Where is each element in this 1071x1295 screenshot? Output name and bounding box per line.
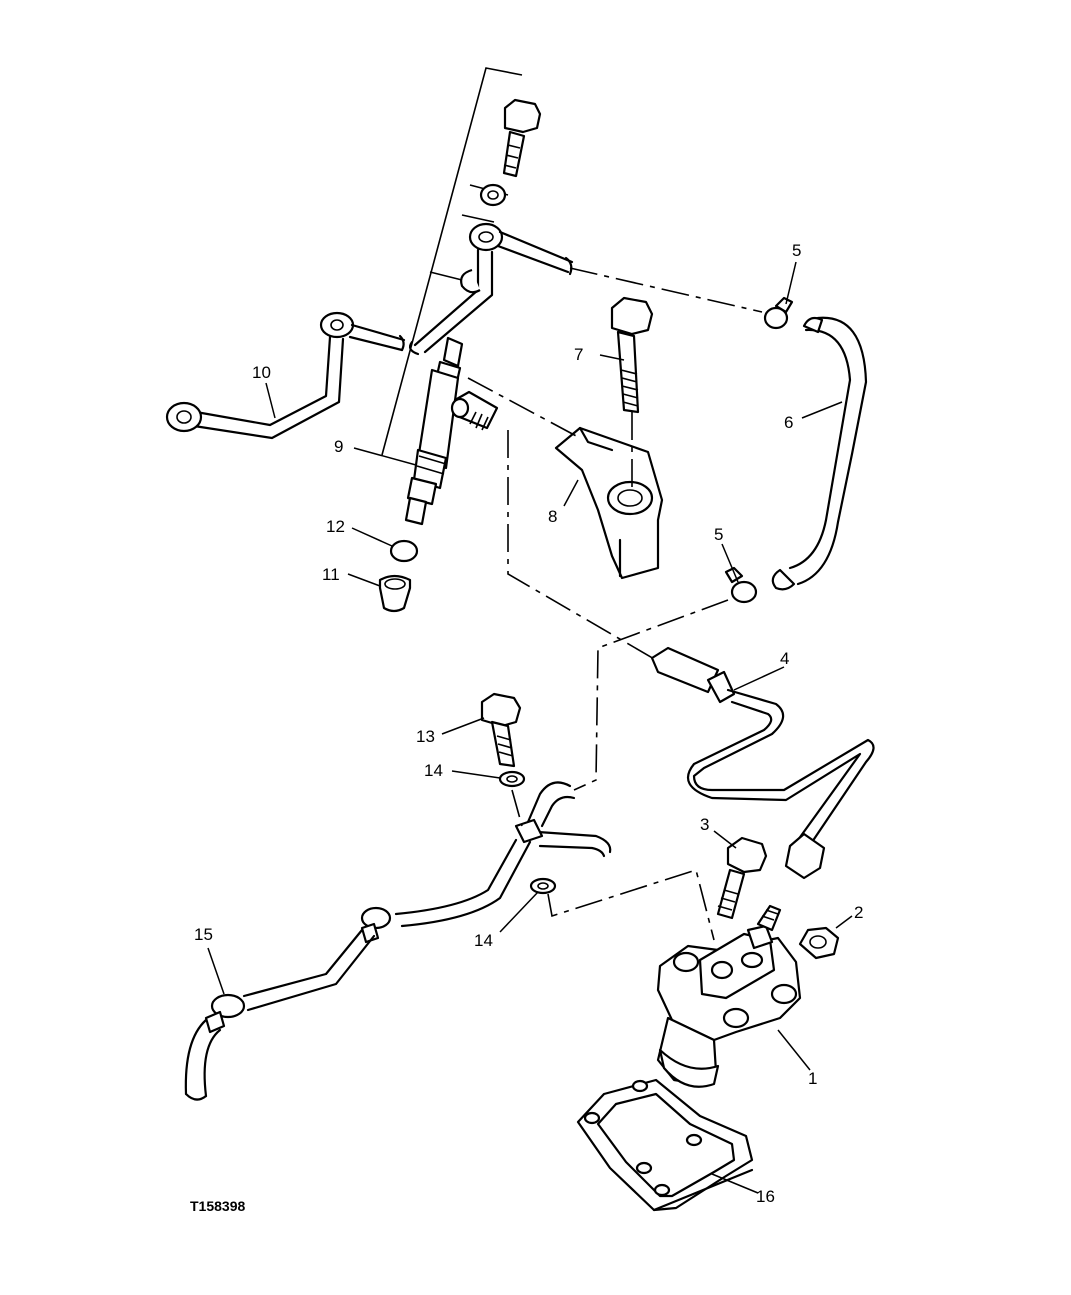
callout-5-upper: 5 — [792, 241, 801, 260]
part-14-washer-lower — [529, 877, 557, 895]
part-9-injection-nozzle — [404, 336, 499, 526]
part-7-cap-screw — [610, 296, 654, 414]
callout-10: 10 — [252, 363, 271, 382]
part-16-pump-gasket — [576, 1078, 754, 1212]
part-11-nozzle-seat — [378, 574, 412, 613]
callout-6: 6 — [784, 413, 793, 432]
callout-16: 16 — [756, 1187, 775, 1206]
callout-labels: 5 7 10 6 9 8 12 5 11 4 13 14 3 2 14 15 1… — [194, 241, 863, 1206]
part-5-hose-clamp-upper — [763, 296, 794, 330]
assembly-center-lines — [467, 267, 763, 941]
callout-5-lower: 5 — [714, 525, 723, 544]
callout-14-upper: 14 — [424, 761, 443, 780]
callout-13: 13 — [416, 727, 435, 746]
part-12-seal-ring — [389, 539, 419, 563]
sealing-washer-top — [479, 183, 507, 207]
callout-12: 12 — [326, 517, 345, 536]
leader-lines — [207, 261, 853, 1194]
callout-7: 7 — [574, 345, 583, 364]
sealing-washer-mid — [460, 268, 481, 294]
part-10-fuel-leak-off-line — [165, 311, 406, 440]
callout-1: 1 — [808, 1069, 817, 1088]
part-1-injection-pump — [656, 904, 802, 1088]
part-4-fuel-injection-line — [650, 646, 875, 880]
callout-2: 2 — [854, 903, 863, 922]
callout-8: 8 — [548, 507, 557, 526]
banjo-fitting — [408, 222, 574, 356]
part-14-washer-upper — [498, 770, 526, 788]
part-8-nozzle-clamp — [554, 426, 664, 580]
part-3-cap-screw — [716, 836, 768, 920]
banjo-bolt-top — [502, 98, 542, 178]
callout-15: 15 — [194, 925, 213, 944]
callout-4: 4 — [780, 649, 789, 668]
part-2-hex-nut — [798, 926, 840, 960]
part-13-banjo-bolt — [480, 692, 522, 768]
callout-11: 11 — [322, 565, 340, 584]
part-5-hose-clamp-lower — [724, 566, 758, 604]
figure-id-label: T158398 — [190, 1198, 245, 1214]
callout-14-lower: 14 — [474, 931, 493, 950]
part-15-fuel-leak-off-line — [184, 781, 612, 1101]
callout-9: 9 — [334, 437, 343, 456]
callout-3: 3 — [700, 815, 709, 834]
part-6-return-hose — [771, 316, 868, 591]
